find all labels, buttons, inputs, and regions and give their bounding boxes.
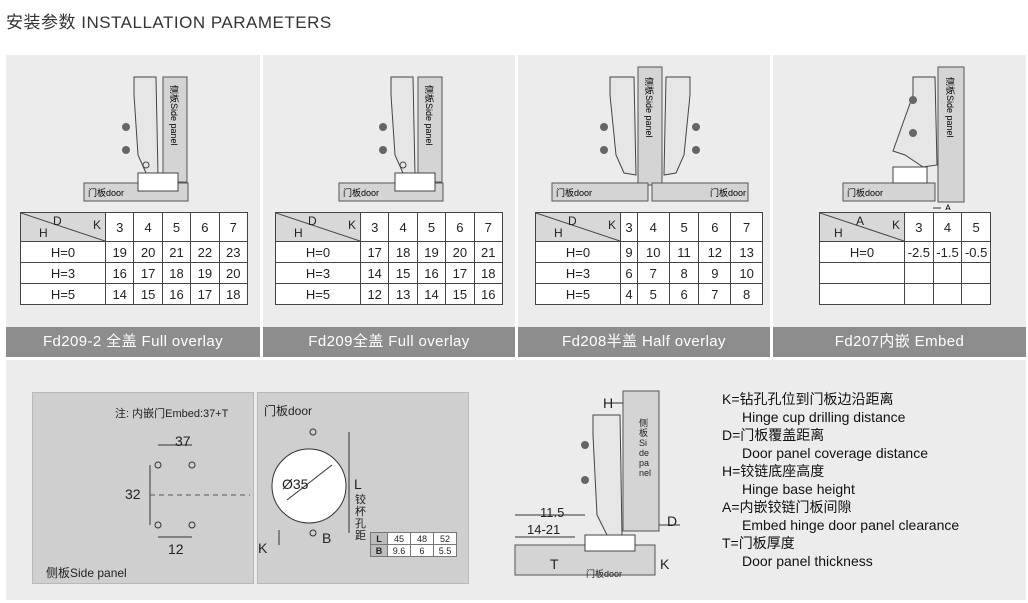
dim-l-cn: 铰杯孔距 [355, 494, 366, 542]
legend-h-key: H=铰链底座高度 [722, 463, 825, 479]
band-label: Fd207内嵌 Embed [773, 327, 1026, 357]
page-title: 安装参数 INSTALLATION PARAMETERS [6, 13, 332, 32]
legend-d-key: D=门板覆盖距离 [722, 427, 825, 443]
legend-k-key: K=钻孔孔位到门板边沿距离 [722, 391, 894, 407]
corner-cell: D K H [535, 212, 621, 242]
corner-cell: D K H [275, 212, 361, 242]
dim-b: B [322, 530, 332, 546]
dim-37: 37 [175, 433, 191, 449]
hinge-drawing: 侧板Side panel 门板door A [842, 66, 965, 210]
band-label: Fd209全盖 Full overlay [263, 327, 515, 357]
dim-11-5: 11.5 [540, 505, 565, 520]
door-label: 门板door [88, 187, 124, 198]
legend-t-key: T=门板厚度 [722, 535, 795, 551]
dim-k: K [258, 540, 268, 556]
dim-t: T [550, 556, 559, 572]
embed-note: 注: 内嵌门Embed:37+T [115, 408, 229, 420]
legend-a-key: A=内嵌铰链门板间隙 [722, 499, 852, 515]
dim-h: H [603, 395, 614, 411]
dim-d: D [667, 513, 678, 529]
side-panel-label-2: 侧板Side panel [639, 418, 652, 478]
side-panel-label: 侧板Side panel [46, 566, 127, 580]
side-panel-diagram [32, 392, 254, 584]
hinge-drawing: 侧板Side panel 门板door 门板door [551, 66, 749, 202]
svg-text:门板door: 门板door [556, 187, 592, 198]
door-panel-label: 门板door [264, 404, 313, 418]
dia-35: Ø35 [282, 476, 309, 492]
legend-h-val: Hinge base height [742, 481, 855, 497]
svg-text:侧板Side panel: 侧板Side panel [424, 85, 435, 146]
dim-12: 12 [168, 541, 184, 557]
corner-cell: A K H [819, 212, 905, 242]
legend-d-val: Door panel coverage distance [742, 445, 929, 461]
dim-l: L [354, 476, 362, 492]
door-label-2: 门板door [586, 569, 623, 579]
hinge-drawing: 侧板Side panel 门板door [338, 76, 444, 202]
legend: K=钻孔孔位到门板边沿距离 Hinge cup drilling distanc… [722, 390, 959, 570]
svg-text:门板door: 门板door [710, 187, 746, 198]
svg-text:侧板Side panel: 侧板Side panel [644, 77, 655, 138]
band-label: Fd209-2 全盖 Full overlay [6, 327, 260, 357]
svg-text:侧板Side panel: 侧板Side panel [945, 77, 956, 138]
dim-14-21: 14-21 [527, 522, 561, 537]
cup-hole-diagram [271, 428, 350, 545]
svg-text:门板door: 门板door [847, 187, 883, 198]
legend-k-val: Hinge cup drilling distance [742, 409, 906, 425]
dim-32: 32 [125, 486, 141, 502]
legend-t-val: Door panel thickness [742, 553, 873, 569]
screw-layout [149, 444, 250, 538]
hinge-drawing: 侧板Side panel 门板door [83, 76, 189, 202]
side-section-drawing [514, 390, 680, 576]
side-panel-label: 侧板Side panel [169, 85, 180, 146]
legend-a-val: Embed hinge door panel clearance [742, 517, 960, 533]
corner-cell: D K H [20, 212, 106, 242]
dim-k-2: K [660, 556, 670, 572]
band-label: Fd208半盖 Half overlay [518, 327, 770, 357]
embed-marker: A [945, 203, 951, 210]
svg-text:门板door: 门板door [343, 187, 379, 198]
